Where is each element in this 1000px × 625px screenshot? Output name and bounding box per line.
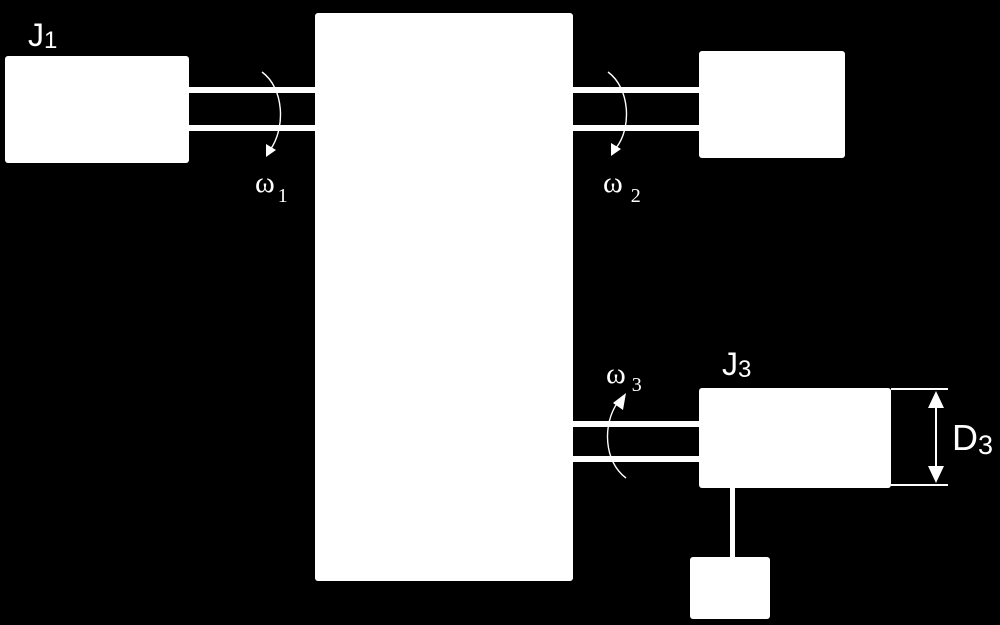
- d3-dimension-line: [891, 388, 948, 486]
- d3-arrow-down-icon: [928, 466, 944, 483]
- gearbox-block: [315, 13, 573, 581]
- inertia-j3-block: [699, 388, 891, 488]
- hanging-weight: [690, 557, 770, 619]
- rotation-arrow-w3-icon: [606, 393, 627, 479]
- rotation-arrow-w1-icon: [261, 71, 282, 157]
- hanging-rod: [730, 488, 735, 558]
- label-j1: J1: [28, 17, 57, 54]
- inertia-j1-block: [5, 56, 189, 163]
- d3-arrow-up-icon: [928, 391, 944, 408]
- label-d3: D3: [952, 417, 993, 460]
- shaft-1: [189, 87, 315, 131]
- shaft-3: [573, 421, 699, 462]
- rotation-arrow-w2-icon: [607, 71, 628, 156]
- shaft-2: [573, 87, 699, 131]
- output-block-2: [699, 51, 845, 158]
- label-j3: J3: [722, 346, 751, 383]
